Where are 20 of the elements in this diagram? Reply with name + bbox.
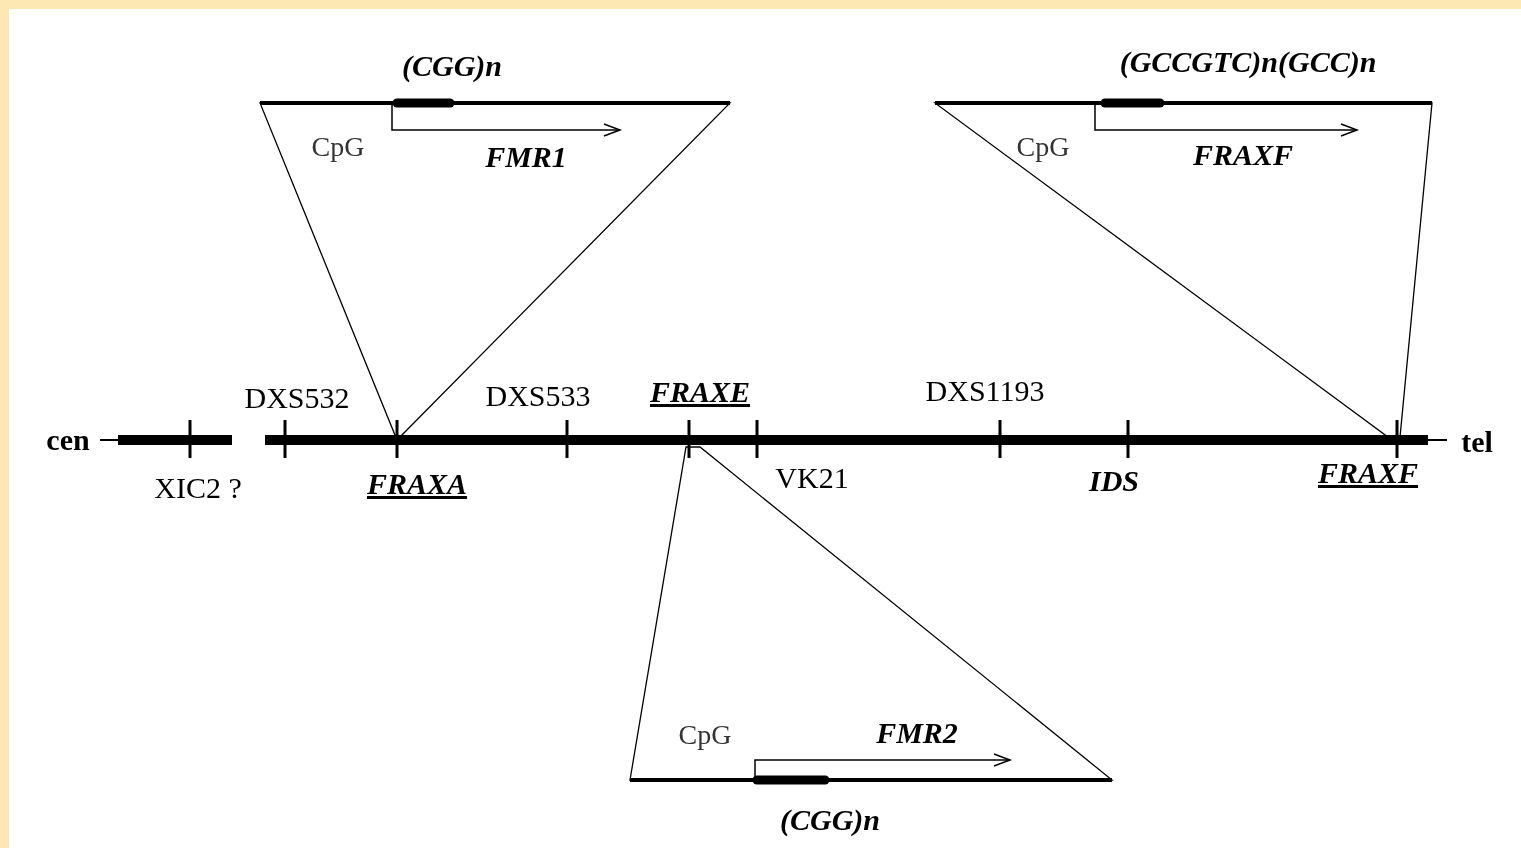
marker-label: VK21 — [775, 463, 849, 493]
gene-label: FMR2 — [876, 718, 958, 748]
gene-label: FRAXF — [1192, 140, 1294, 170]
fragile-site-label: FRAXE — [649, 377, 751, 407]
marker-label: DXS1193 — [925, 376, 1045, 406]
cpg-island-label: CpG — [311, 133, 365, 161]
fragile-site-label: FRAXF — [1317, 458, 1419, 488]
marker-label: XIC2 ? — [154, 473, 242, 503]
repeat-label: (CGG)n — [402, 51, 502, 81]
fragile-site-label: FRAXA — [366, 469, 468, 499]
marker-label: DXS533 — [485, 381, 591, 411]
gene-label: FMR1 — [485, 142, 567, 172]
repeat-label: (CGG)n — [780, 805, 880, 835]
centromere-label: cen — [46, 425, 90, 455]
repeat-label: (GCCGTC)n(GCC)n — [1119, 47, 1377, 77]
marker-label: DXS532 — [244, 383, 350, 413]
telomere-label: tel — [1461, 427, 1493, 457]
cpg-island-label: CpG — [678, 721, 732, 749]
gene-label: IDS — [1089, 466, 1139, 496]
cpg-island-label: CpG — [1016, 133, 1070, 161]
